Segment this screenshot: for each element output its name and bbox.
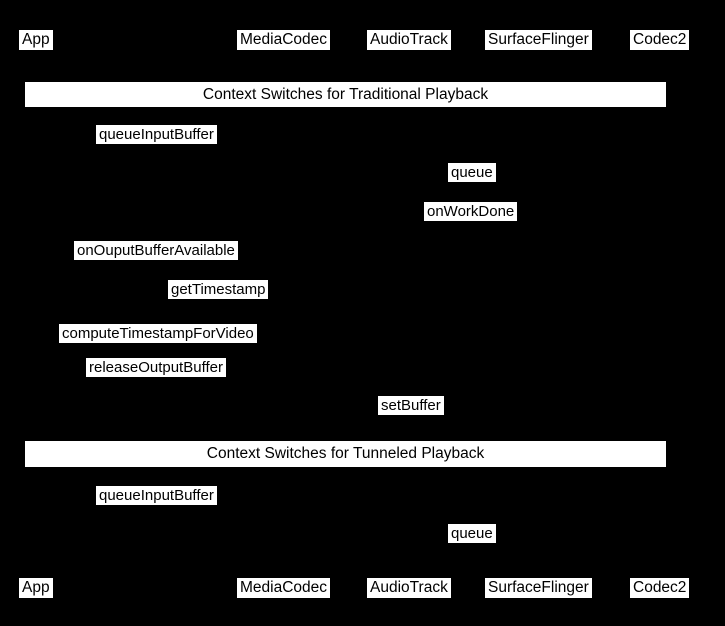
participant-mediacodec-bottom: MediaCodec xyxy=(237,578,331,598)
participant-mediacodec-top: MediaCodec xyxy=(237,30,331,50)
message-queue-tunneled: queue xyxy=(448,524,496,543)
message-queue-traditional: queue xyxy=(448,163,496,182)
section-title-traditional-playback: Context Switches for Traditional Playbac… xyxy=(25,82,666,107)
participant-app-top: App xyxy=(19,30,53,50)
message-gettimestamp: getTimestamp xyxy=(168,280,269,299)
participant-codec2-top: Codec2 xyxy=(630,30,690,50)
message-computetimestampforvideo: computeTimestampForVideo xyxy=(59,324,257,343)
message-onouputbufferavailable: onOuputBufferAvailable xyxy=(74,241,238,260)
message-queueinputbuffer-traditional: queueInputBuffer xyxy=(96,125,217,144)
participant-surfaceflinger-top: SurfaceFlinger xyxy=(485,30,592,50)
message-queueinputbuffer-tunneled: queueInputBuffer xyxy=(96,486,217,505)
participant-app-bottom: App xyxy=(19,578,53,598)
message-releaseoutputbuffer: releaseOutputBuffer xyxy=(86,358,226,377)
participant-audiotrack-bottom: AudioTrack xyxy=(367,578,451,598)
participant-surfaceflinger-bottom: SurfaceFlinger xyxy=(485,578,592,598)
message-setbuffer: setBuffer xyxy=(378,396,444,415)
message-onworkdone: onWorkDone xyxy=(424,202,518,221)
participant-audiotrack-top: AudioTrack xyxy=(367,30,451,50)
participant-codec2-bottom: Codec2 xyxy=(630,578,690,598)
section-title-tunneled-playback: Context Switches for Tunneled Playback xyxy=(25,441,666,467)
